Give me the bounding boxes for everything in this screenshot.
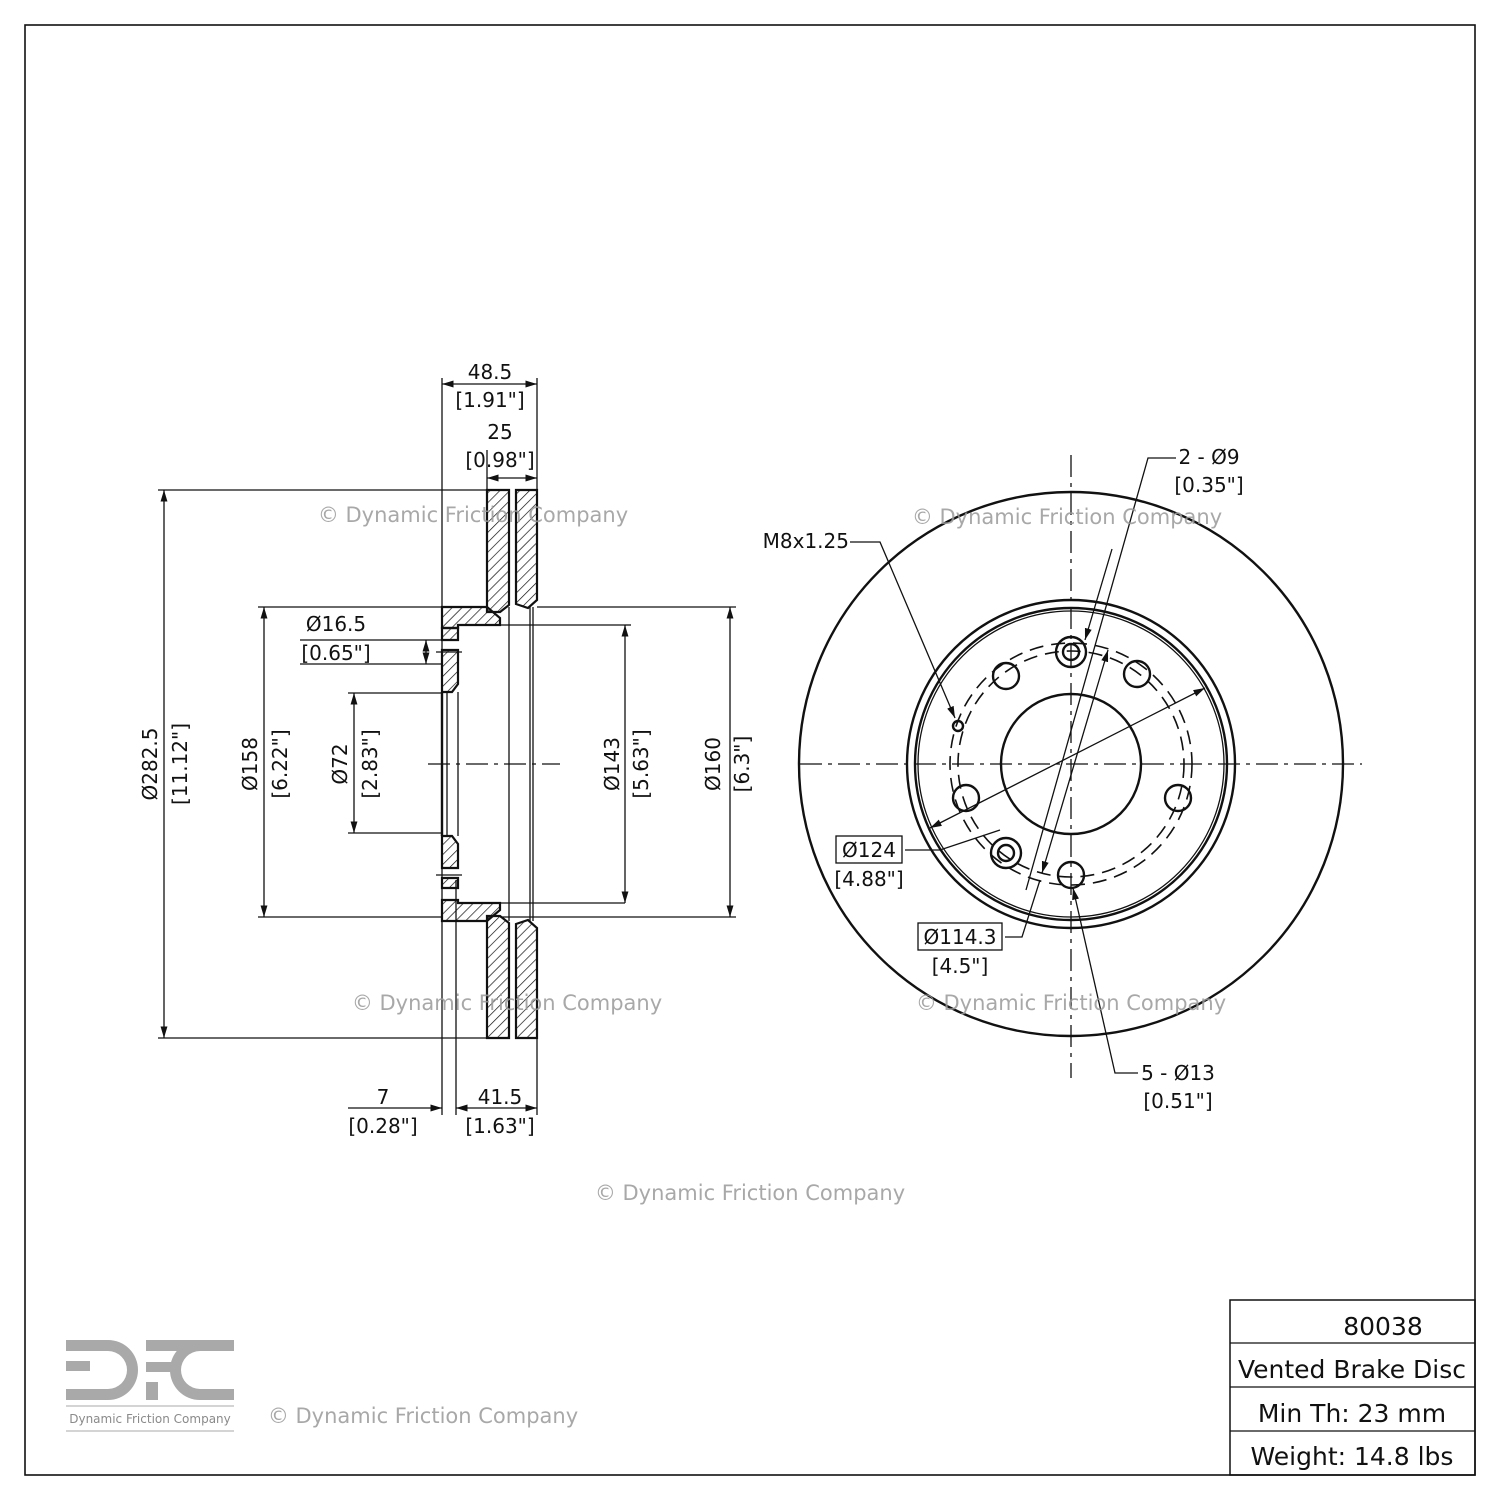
- inner-plate-bottom: [485, 914, 511, 1040]
- dim-overall-width-in: [1.91"]: [455, 388, 524, 412]
- side-dimensions: [158, 378, 736, 1115]
- dim-hat-outer-diameter-in: [6.3"]: [730, 736, 754, 793]
- label-lug-holes: 5 - Ø13: [1141, 1061, 1215, 1085]
- logo-subtitle: Dynamic Friction Company: [69, 1412, 231, 1426]
- watermark: © Dynamic Friction Company: [352, 991, 662, 1015]
- inner-plate-top: [485, 488, 511, 614]
- part-number: 80038: [1343, 1312, 1423, 1341]
- disc-outer-edge: [797, 490, 1345, 1038]
- watermark: © Dynamic Friction Company: [912, 505, 1222, 529]
- watermark-footer: © Dynamic Friction Company: [268, 1404, 578, 1428]
- dfc-logo: Dynamic Friction Company: [66, 1340, 234, 1432]
- lug-hole: [991, 661, 1021, 691]
- label-thread: M8x1.25: [763, 529, 849, 553]
- dim-hat-diameter: Ø158: [238, 737, 262, 791]
- hat-outer-edge: [905, 598, 1237, 930]
- dim-face-thickness: 7: [377, 1085, 390, 1109]
- label-small-holes-in: [0.35"]: [1174, 473, 1243, 497]
- outer-plate-bottom: [514, 918, 539, 1040]
- dim-hat-height-in: [1.63"]: [465, 1114, 534, 1138]
- dim-hat-diameter-in: [6.22"]: [268, 729, 292, 798]
- dim-disc-thickness-in: [0.98"]: [465, 448, 534, 472]
- dim-hat-height: 41.5: [478, 1085, 523, 1109]
- outer-plate-top: [514, 488, 539, 610]
- label-pcd-small-in: [4.5"]: [932, 954, 989, 978]
- sheet-border: [24, 24, 1476, 1476]
- label-pcd-large-in: [4.88"]: [834, 867, 903, 891]
- lug-hole: [1122, 659, 1152, 689]
- hat-face-top: [440, 648, 460, 694]
- lug-hole: [989, 836, 1023, 870]
- label-lug-holes-in: [0.51"]: [1143, 1089, 1212, 1113]
- dim-disc-thickness: 25: [487, 420, 512, 444]
- watermark: © Dynamic Friction Company: [318, 503, 628, 527]
- label-small-holes: 2 - Ø9: [1178, 445, 1239, 469]
- dim-inner-diameter: Ø143: [600, 737, 624, 791]
- dim-hole-diameter-in: [0.65"]: [301, 641, 370, 665]
- dim-outer-diameter: Ø282.5: [138, 728, 162, 801]
- dim-bore-diameter: Ø72: [328, 743, 352, 784]
- label-pcd-large: Ø124: [842, 838, 896, 862]
- watermark: © Dynamic Friction Company: [916, 991, 1226, 1015]
- dim-face-thickness-in: [0.28"]: [348, 1114, 417, 1138]
- min-thickness: Min Th: 23 mm: [1258, 1399, 1446, 1428]
- hat-face-bottom: [440, 834, 460, 870]
- dim-hole-diameter: Ø16.5: [306, 612, 366, 636]
- pcd-large-box: [835, 835, 903, 864]
- title-block: 80038 Vented Brake Disc Min Th: 23 mm We…: [1229, 1299, 1476, 1476]
- label-pcd-small: Ø114.3: [924, 925, 997, 949]
- section-view: [428, 488, 625, 1040]
- dim-overall-width: 48.5: [468, 360, 513, 384]
- front-view: [797, 455, 1362, 1078]
- watermark: © Dynamic Friction Company: [595, 1181, 905, 1205]
- dim-bore-diameter-in: [2.83"]: [358, 729, 382, 798]
- dim-hat-outer-diameter: Ø160: [701, 737, 725, 791]
- dim-outer-diameter-in: [11.12"]: [168, 723, 192, 805]
- weight: Weight: 14.8 lbs: [1251, 1442, 1454, 1471]
- dim-inner-diameter-in: [5.63"]: [629, 729, 653, 798]
- part-description: Vented Brake Disc: [1238, 1355, 1466, 1384]
- pcd-small-box: [917, 922, 1003, 951]
